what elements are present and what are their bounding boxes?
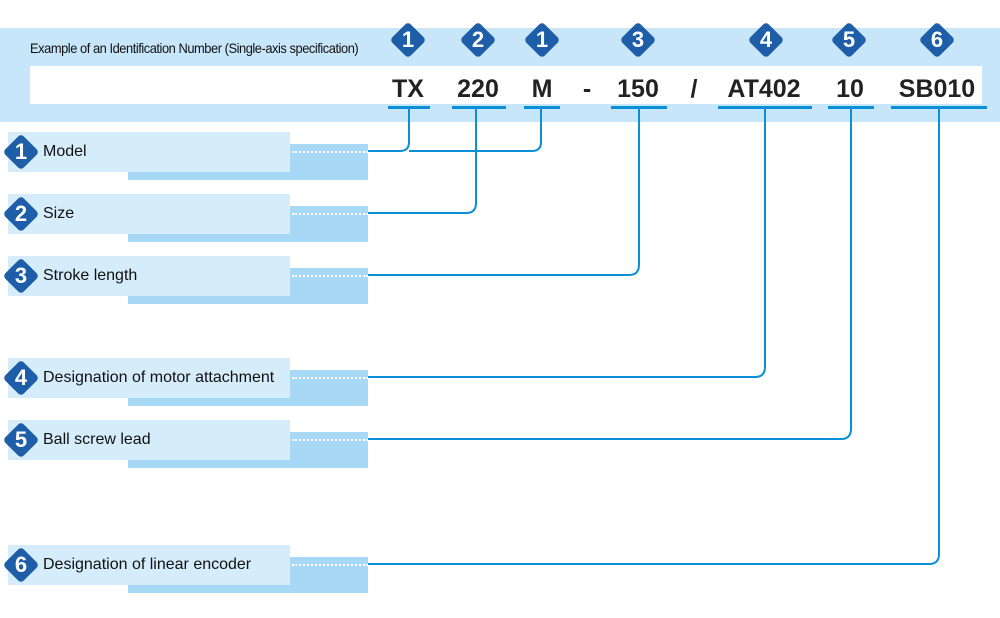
segment-badge-tx: 1 <box>389 21 427 59</box>
segment-150: 150 <box>617 75 659 103</box>
label-badge-size: 2 <box>2 195 40 233</box>
label-size: Size <box>43 205 75 222</box>
connector-ball-screw-lead <box>368 108 852 440</box>
segment-m: M <box>531 75 553 103</box>
underline-220 <box>452 106 506 109</box>
connector-stroke-length <box>368 108 640 276</box>
connector-size <box>368 108 477 214</box>
label-badge-ball-screw-lead: 5 <box>2 421 40 459</box>
connector-linear-encoder <box>368 108 940 565</box>
segment-220: 220 <box>457 75 499 103</box>
label-badge-linear-encoder: 6 <box>2 546 40 584</box>
label-row-stroke-length: 3 Stroke length <box>0 256 380 306</box>
segment-badge-sb010: 6 <box>918 21 956 59</box>
segment-sb010: SB010 <box>898 75 976 103</box>
label-row-ball-screw-lead: 5 Ball screw lead <box>0 420 380 470</box>
label-badge-motor-attachment: 4 <box>2 359 40 397</box>
label-model: Model <box>43 143 87 160</box>
connector-model-tx <box>368 108 410 152</box>
underline-10 <box>828 106 874 109</box>
segment-slash: / <box>690 75 698 103</box>
label-linear-encoder: Designation of linear encoder <box>43 556 252 573</box>
segment-badge-150: 3 <box>619 21 657 59</box>
segment-badge-at402: 4 <box>747 21 785 59</box>
connector-model-m <box>409 108 542 152</box>
label-badge-model: 1 <box>2 133 40 171</box>
segment-dash: - <box>582 75 592 103</box>
identification-number-field <box>30 66 982 104</box>
segment-badge-m: 1 <box>523 21 561 59</box>
label-row-model: 1 Model <box>0 132 380 182</box>
underline-sb010 <box>891 106 987 109</box>
header-caption: Example of an Identification Number (Sin… <box>30 40 359 56</box>
underline-at402 <box>718 106 812 109</box>
label-badge-stroke-length: 3 <box>2 257 40 295</box>
underline-m <box>524 106 560 109</box>
label-ball-screw-lead: Ball screw lead <box>43 431 151 448</box>
segment-tx: TX <box>392 75 424 103</box>
segment-10: 10 <box>836 75 864 103</box>
label-row-size: 2 Size <box>0 194 380 244</box>
label-motor-attachment: Designation of motor attachment <box>43 369 275 386</box>
segment-badge-10: 5 <box>830 21 868 59</box>
label-row-motor-attachment: 4 Designation of motor attachment <box>0 358 380 408</box>
underline-150 <box>611 106 667 109</box>
connector-motor-attachment <box>368 108 766 378</box>
underline-tx <box>388 106 430 109</box>
label-stroke-length: Stroke length <box>43 267 138 284</box>
segment-badge-220: 2 <box>459 21 497 59</box>
label-row-linear-encoder: 6 Designation of linear encoder <box>0 545 380 595</box>
segment-at402: AT402 <box>727 75 801 103</box>
